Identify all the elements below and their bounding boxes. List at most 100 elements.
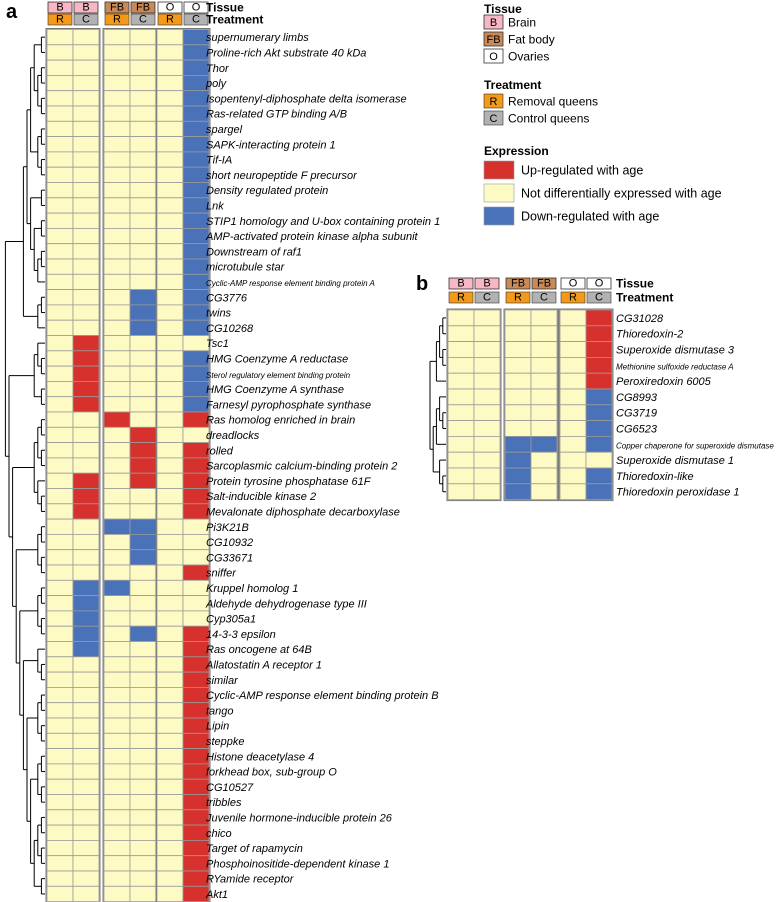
heatmap-cell [129,610,157,627]
heatmap-cell [103,503,131,520]
treatment-header-box [560,291,586,304]
heatmap-cell [504,372,532,390]
heatmap-cell [473,467,501,485]
treatment-header-box [531,291,557,304]
heatmap-cell [103,75,131,92]
heatmap-cell [504,341,532,358]
heatmap-cell [156,319,184,336]
heatmap-cell [46,748,74,765]
heatmap-cell [559,325,587,342]
heatmap-cell [447,341,475,358]
heatmap-cell [156,289,184,306]
heatmap-cell [129,534,157,551]
heatmap-cell [129,273,157,290]
heatmap-cell [530,388,558,406]
heatmap-cell [156,44,184,61]
heatmap-cell [103,166,131,183]
heatmap-cell [156,763,184,780]
heatmap-cell [46,794,74,811]
heatmap-cell [559,388,587,406]
heatmap-cell [129,136,157,153]
heatmap-cell [156,518,184,535]
heatmap-cell [72,748,100,765]
heatmap-cell [46,610,74,627]
heatmap-cell [156,335,184,352]
heatmap-cell [46,59,74,76]
tissue-header-box [448,277,474,290]
legend-tissue-label: Fat body [508,33,555,47]
heatmap-cell [473,420,501,437]
heatmap-cell [72,564,100,581]
heatmap-cell [72,380,100,398]
treatment-header-label: R [56,14,64,26]
heatmap-cell [46,335,74,352]
heatmap-cell [129,182,157,199]
heatmap-cell [473,325,501,342]
heatmap-cell [103,59,131,76]
heatmap-cell [46,105,74,122]
treatment-header-box [47,13,73,26]
heatmap-cell [559,451,587,469]
heatmap-cell [46,885,74,902]
heatmap-cell [156,411,184,428]
heatmap-cell [156,59,184,76]
heatmap-cell [129,595,157,612]
heatmap-cell [156,610,184,627]
heatmap-cell [103,717,131,734]
gene-label: Juvenile hormone-inducible protein 26 [205,812,393,824]
heatmap-cell [156,641,184,658]
heatmap-cell [72,411,100,428]
gene-label: Superoxide dismutase 1 [616,455,734,467]
gene-label: Cyp305a1 [206,614,256,626]
tissue-header-label: FB [537,278,551,290]
heatmap-cell [72,717,100,734]
tissue-header-label: FB [136,2,150,14]
gene-label: Thioredoxin-like [616,471,694,483]
tissue-header-box [531,277,557,290]
heatmap-cell [473,483,501,500]
heatmap-cell [447,435,475,453]
heatmap-cell [156,365,184,382]
heatmap-cell [72,319,100,336]
treatment-header-label: C [483,292,491,304]
heatmap-cell [585,404,613,421]
heatmap-cell [129,472,157,489]
legend-expression-swatch [483,206,515,226]
heatmap-cell [156,151,184,168]
heatmap-cell [103,671,131,688]
legend-treatment-title: Treatment [484,78,541,92]
gene-label: CG10527 [206,782,254,794]
heatmap-cell [447,388,475,406]
gene-label: Peroxiredoxin 6005 [616,376,712,388]
heatmap-cell [103,732,131,749]
gene-label: Kruppel homolog 1 [206,583,298,595]
heatmap-cell [72,763,100,780]
heatmap-cell [129,641,157,658]
heatmap-cell [156,350,184,367]
tissue-row-title: Tissue [206,1,244,15]
gene-label: Allatostatin A receptor 1 [205,659,322,671]
heatmap-cell [46,595,74,612]
heatmap-cell [103,289,131,306]
heatmap-cell [473,388,501,406]
heatmap-cell [103,227,131,245]
gene-label: Protein tyrosine phosphatase 61F [206,476,372,488]
legend-expression-label: Up-regulated with age [521,164,643,178]
gene-label: CG6523 [616,424,658,436]
tissue-header-box [586,277,612,290]
heatmap-cell [129,426,157,443]
heatmap-cell [72,641,100,658]
heatmap-cell [72,227,100,245]
gene-label: Pi3K21B [206,522,249,534]
heatmap-cell [103,656,131,673]
heatmap-cell [103,885,131,902]
gene-label: Sterol regulatory element binding protei… [206,371,351,380]
heatmap-cell [46,44,74,61]
heatmap-cell [103,350,131,367]
heatmap-cell [72,595,100,612]
heatmap-cell [72,488,100,505]
heatmap-cell [103,442,131,459]
heatmap-cell [156,625,184,642]
heatmap-cell [72,885,100,902]
